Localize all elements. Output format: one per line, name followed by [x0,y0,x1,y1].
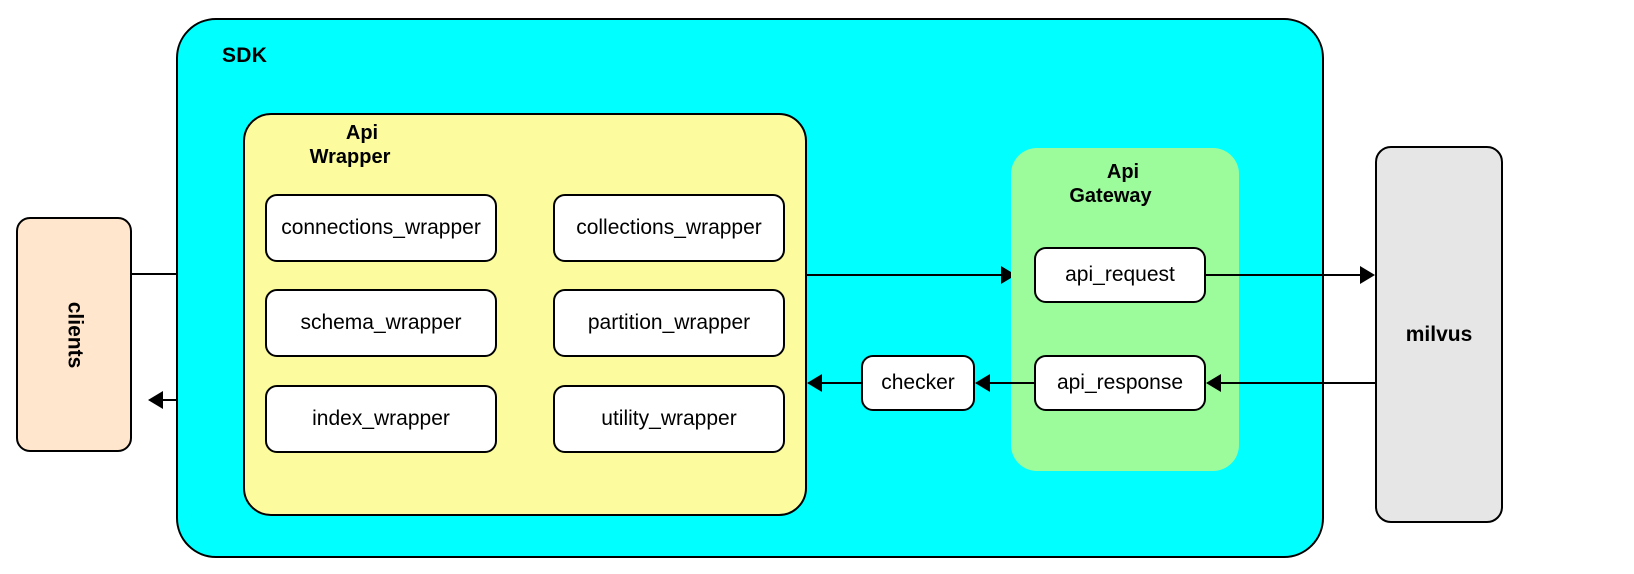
milvus-box[interactable]: milvus [1375,146,1503,523]
wrapper-box-label: connections_wrapper [281,216,481,239]
api-gateway-container[interactable]: Api Gateway [1011,148,1239,471]
gateway-box-label: api_request [1065,263,1175,286]
gateway-box-api-request[interactable]: api_request [1034,247,1206,303]
wrapper-box-partition[interactable]: partition_wrapper [553,289,785,357]
connector-response-to-checker-arrowhead [975,374,990,392]
api-wrapper-label: Api Wrapper [287,121,437,170]
clients-box[interactable]: clients [16,217,132,452]
api-gateway-label-line1: Api [1106,161,1140,183]
api-gateway-label: Api Gateway [1053,160,1193,209]
checker-label: checker [881,371,955,394]
wrapper-box-index[interactable]: index_wrapper [265,385,497,453]
api-wrapper-label-line2: Wrapper [309,146,391,169]
sdk-label: SDK [222,44,268,67]
connector-request-to-milvus-line [1206,274,1366,276]
connector-milvus-to-response-arrowhead [1206,374,1221,392]
milvus-label: milvus [1405,322,1473,346]
clients-label: clients [63,301,86,368]
connector-sdk-to-clients-arrowhead [148,391,163,409]
api-gateway-label-line2: Gateway [1069,185,1152,208]
wrapper-box-connections[interactable]: connections_wrapper [265,194,497,262]
wrapper-box-schema[interactable]: schema_wrapper [265,289,497,357]
connector-request-to-milvus-arrowhead [1360,266,1375,284]
wrapper-box-utility[interactable]: utility_wrapper [553,385,785,453]
wrapper-box-label: index_wrapper [312,407,450,430]
wrapper-box-label: utility_wrapper [601,407,737,430]
connector-checker-to-wrapper-line [822,382,861,384]
connector-milvus-to-response-line [1221,382,1375,384]
wrapper-box-label: collections_wrapper [576,216,762,239]
wrapper-box-collections[interactable]: collections_wrapper [553,194,785,262]
wrapper-box-label: partition_wrapper [587,311,751,334]
api-wrapper-label-line1: Api [345,122,379,144]
checker-box[interactable]: checker [861,355,975,411]
connector-checker-to-wrapper-arrowhead [807,374,822,392]
connector-wrapper-to-gateway-line [805,274,1005,276]
gateway-box-label: api_response [1056,371,1184,394]
wrapper-box-label: schema_wrapper [300,311,462,334]
connector-response-to-checker-line [990,382,1034,384]
gateway-box-api-response[interactable]: api_response [1034,355,1206,411]
